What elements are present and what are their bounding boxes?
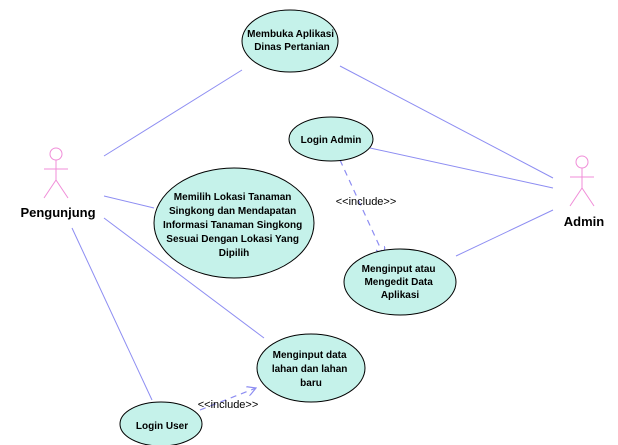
use-case-ellipse xyxy=(153,167,315,279)
use-case-ellipse xyxy=(343,248,457,316)
use-case-menginput-mengedit[interactable]: Menginput atau Mengedit Data Aplikasi xyxy=(343,248,457,316)
use-case-line: Login User xyxy=(136,421,188,432)
include-arrow-admin xyxy=(339,159,384,256)
actor-left-leg xyxy=(569,187,583,207)
use-case-line: Aplikasi xyxy=(381,290,420,301)
use-case-line: Sesuai Dengan Lokasi Yang xyxy=(166,234,299,245)
use-case-ellipse xyxy=(288,116,374,162)
use-case-ellipse xyxy=(241,9,339,73)
actor-right-leg xyxy=(581,187,595,207)
use-case-label: Membuka Aplikasi Dinas Pertanian xyxy=(247,29,337,53)
use-case-line: Menginput data xyxy=(273,350,347,361)
use-case-label: Menginput atau Mengedit Data Aplikasi xyxy=(362,264,439,301)
use-case-line: lahan dan lahan xyxy=(272,364,348,375)
use-case-label: Login User xyxy=(136,421,188,432)
use-case-line: baru xyxy=(300,378,322,389)
use-case-login-user[interactable]: Login User xyxy=(119,401,203,445)
use-case-label: Login Admin xyxy=(301,135,362,146)
assoc-admin-login-admin xyxy=(369,147,554,189)
use-case-label: Menginput data lahan dan lahan baru xyxy=(272,350,350,389)
actor-pengunjung-label: Pengunjung xyxy=(20,205,95,220)
use-case-line: Memilih Lokasi Tanaman xyxy=(174,192,292,203)
assoc-pengunjung-menginput-lahan xyxy=(103,217,265,339)
assoc-pengunjung-login-user xyxy=(71,227,153,401)
use-case-ellipse xyxy=(256,333,366,403)
actor-pengunjung[interactable]: Pengunjung xyxy=(20,147,96,220)
assoc-admin-menginput-edit xyxy=(455,209,554,257)
use-case-line: Dinas Pertanian xyxy=(254,42,330,53)
include-label-admin: <<include>> xyxy=(336,196,397,208)
use-case-label: Memilih Lokasi Tanaman Singkong dan Mend… xyxy=(163,192,305,259)
use-case-line: Informasi Tanaman Singkong xyxy=(163,220,302,231)
use-case-membuka-aplikasi[interactable]: Membuka Aplikasi Dinas Pertanian xyxy=(241,9,339,73)
actor-head xyxy=(49,147,63,161)
use-case-line: Menginput atau xyxy=(362,264,436,275)
actor-head xyxy=(575,155,589,169)
actor-admin[interactable]: Admin xyxy=(564,155,605,229)
use-case-menginput-lahan[interactable]: Menginput data lahan dan lahan baru xyxy=(256,333,366,403)
include-label-user: <<include>> xyxy=(198,399,259,411)
use-case-ellipse xyxy=(119,401,203,445)
use-case-line: Mengedit Data xyxy=(364,277,433,288)
actor-admin-label: Admin xyxy=(564,214,605,229)
use-case-line: Login Admin xyxy=(301,135,362,146)
use-case-line: Singkong dan Mendapatan xyxy=(169,206,296,217)
actor-right-leg xyxy=(55,179,69,199)
use-case-login-admin[interactable]: Login Admin xyxy=(288,116,374,162)
assoc-pengunjung-membuka xyxy=(103,69,243,157)
actor-left-leg xyxy=(43,179,57,199)
use-case-memilih-lokasi[interactable]: Memilih Lokasi Tanaman Singkong dan Mend… xyxy=(153,167,315,279)
use-case-line: Membuka Aplikasi xyxy=(247,29,334,40)
assoc-admin-membuka xyxy=(339,65,554,179)
use-case-line: Dipilih xyxy=(219,248,250,259)
assoc-pengunjung-memilih xyxy=(103,195,155,209)
